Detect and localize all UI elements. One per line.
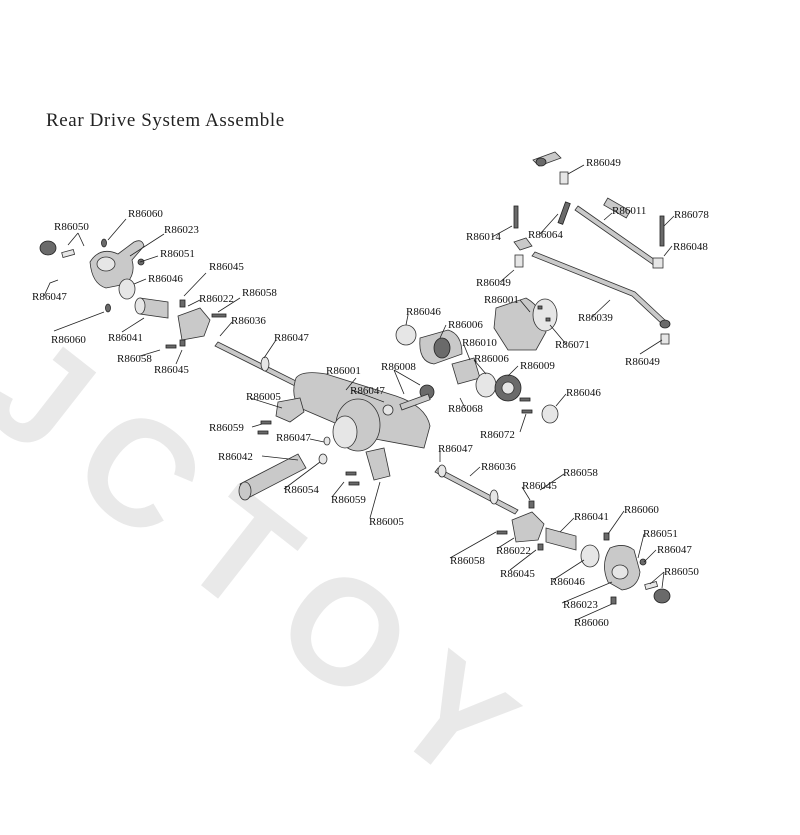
label-r86060-left-bottom: R86060 xyxy=(51,334,86,346)
label-r86059-bottom: R86059 xyxy=(331,494,366,506)
label-r86010: R86010 xyxy=(462,337,497,349)
label-r86005-top: R86005 xyxy=(246,391,281,403)
label-r86060-right-bottom: R86060 xyxy=(574,617,609,629)
left-knuckle-group xyxy=(39,238,145,313)
label-r86001-top: R86001 xyxy=(484,294,519,306)
right-axle-group xyxy=(434,464,600,568)
label-r86009: R86009 xyxy=(520,360,555,372)
label-r86039: R86039 xyxy=(578,312,613,324)
label-r86047-axle-left: R86047 xyxy=(274,332,309,344)
left-axle-group xyxy=(134,297,305,392)
diagram-canvas: R86050 R86060 R86023 R86051 R86046 R8604… xyxy=(32,151,709,629)
label-r86051-right: R86051 xyxy=(643,528,678,540)
label-r86036-right: R86036 xyxy=(481,461,516,473)
label-r86023-left: R86023 xyxy=(164,224,199,236)
label-r86047-axle-right: R86047 xyxy=(438,443,473,455)
label-r86071: R86071 xyxy=(555,339,590,351)
exploded-diagram: JCTOY Rear Drive System Assemble xyxy=(0,110,709,833)
label-r86011: R86011 xyxy=(612,205,646,217)
label-r86001-housing: R86001 xyxy=(326,365,361,377)
label-r86060-left-top: R86060 xyxy=(128,208,163,220)
label-r86064: R86064 xyxy=(528,229,563,241)
label-r86014: R86014 xyxy=(466,231,501,243)
leader-lines xyxy=(43,164,675,621)
center-driveshaft xyxy=(238,436,331,501)
label-r86047-driveshaft: R86047 xyxy=(276,432,311,444)
label-r86041-right: R86041 xyxy=(574,511,609,523)
label-r86051-left: R86051 xyxy=(160,248,195,260)
label-r86048: R86048 xyxy=(673,241,708,253)
label-r86005-bottom: R86005 xyxy=(369,516,404,528)
diagram-title: Rear Drive System Assemble xyxy=(46,110,285,131)
label-r86046-right: R86046 xyxy=(550,576,585,588)
label-r86045-right-top: R86045 xyxy=(522,480,557,492)
label-r86049-middle: R86049 xyxy=(476,277,511,289)
label-r86046-left: R86046 xyxy=(148,273,183,285)
label-r86023-right: R86023 xyxy=(563,599,598,611)
label-r86049-top: R86049 xyxy=(586,157,621,169)
label-r86058-right-top: R86058 xyxy=(563,467,598,479)
label-r86050-left: R86050 xyxy=(54,221,89,233)
label-r86058-left-bottom: R86058 xyxy=(117,353,152,365)
steering-links xyxy=(513,151,671,345)
label-r86060-right-top: R86060 xyxy=(624,504,659,516)
label-r86042: R86042 xyxy=(218,451,253,463)
label-r86046-diff: R86046 xyxy=(406,306,441,318)
label-r86078: R86078 xyxy=(674,209,709,221)
label-r86022-left: R86022 xyxy=(199,293,234,305)
label-r86006-bottom: R86006 xyxy=(474,353,509,365)
label-r86046-right-diff: R86046 xyxy=(566,387,601,399)
label-r86050-right: R86050 xyxy=(664,566,699,578)
label-r86045-right-bottom: R86045 xyxy=(500,568,535,580)
label-r86045-left-bottom: R86045 xyxy=(154,364,189,376)
differential-group xyxy=(382,324,559,424)
label-r86047-left: R86047 xyxy=(32,291,67,303)
label-r86041-left: R86041 xyxy=(108,332,143,344)
label-r86022-right: R86022 xyxy=(496,545,531,557)
label-r86058-right-bottom: R86058 xyxy=(450,555,485,567)
part-labels: R86050 R86060 R86023 R86051 R86046 R8604… xyxy=(32,157,709,629)
label-r86006-top: R86006 xyxy=(448,319,483,331)
label-r86059-left: R86059 xyxy=(209,422,244,434)
axle-housing xyxy=(257,372,431,486)
diff-cover xyxy=(493,297,558,351)
label-r86036-left: R86036 xyxy=(231,315,266,327)
label-r86058-left-top: R86058 xyxy=(242,287,277,299)
label-r86047-housing: R86047 xyxy=(350,385,385,397)
label-r86068: R86068 xyxy=(448,403,483,415)
label-r86047-right: R86047 xyxy=(657,544,692,556)
label-r86008: R86008 xyxy=(381,361,416,373)
label-r86049-bottom: R86049 xyxy=(625,356,660,368)
label-r86045-left-top: R86045 xyxy=(209,261,244,273)
right-knuckle-group xyxy=(603,532,671,605)
label-r86072: R86072 xyxy=(480,429,515,441)
label-r86054: R86054 xyxy=(284,484,319,496)
